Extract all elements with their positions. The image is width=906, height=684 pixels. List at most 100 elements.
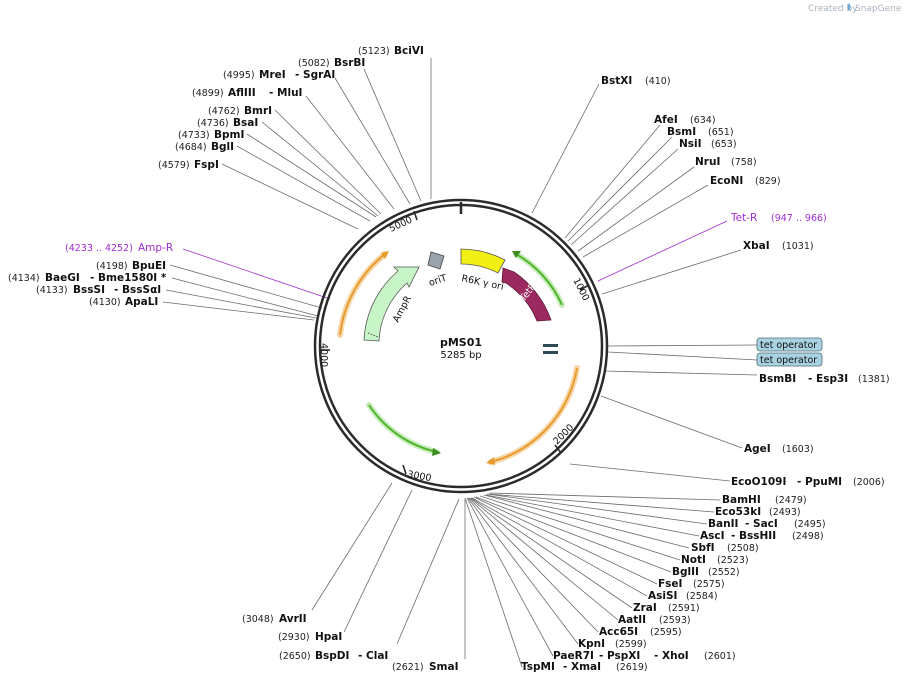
site-noti[interactable]: NotI (2523) — [681, 554, 749, 566]
svg-text:BsmI: BsmI — [667, 126, 696, 138]
tick-label-4000: 4000 — [318, 343, 329, 367]
site-fspi[interactable]: (4579) FspI — [158, 159, 219, 171]
site-bglii[interactable]: BglII (2552) — [672, 566, 740, 578]
leader-lines — [162, 58, 758, 668]
svg-text:(2523): (2523) — [717, 555, 749, 566]
svg-text:BciVI: BciVI — [394, 45, 424, 57]
svg-text:- Esp3I: - Esp3I — [808, 373, 848, 385]
svg-text:(2930): (2930) — [278, 632, 310, 643]
svg-text:ZraI: ZraI — [633, 602, 657, 614]
site-afei[interactable]: AfeI (634) — [654, 114, 716, 126]
tick-marks — [321, 210, 590, 475]
site-kpni[interactable]: KpnI (2599) — [578, 638, 647, 650]
svg-text:XbaI: XbaI — [743, 240, 770, 252]
svg-text:BglII: BglII — [672, 566, 699, 578]
svg-text:(2593): (2593) — [659, 615, 691, 626]
svg-text:(947 .. 966): (947 .. 966) — [771, 213, 827, 224]
site-bpuei[interactable]: (4198) BpuEI — [96, 260, 166, 272]
site-baegi-bme1580i[interactable]: (4134) BaeGI - Bme1580I * — [8, 272, 167, 284]
site-agei[interactable]: AgeI (1603) — [744, 443, 814, 455]
svg-text:(2621): (2621) — [392, 662, 424, 673]
site-tspmi-xmai[interactable]: TspMI - XmaI (2619) — [521, 661, 648, 673]
site-fsei[interactable]: FseI (2575) — [658, 578, 725, 590]
site-bsmbi-esp3i[interactable]: BsmBI - Esp3I (1381) — [759, 373, 890, 385]
svg-text:AvrII: AvrII — [279, 613, 307, 625]
site-bsmi[interactable]: BsmI (651) — [667, 126, 734, 138]
svg-text:(2493): (2493) — [769, 507, 801, 518]
site-asci-bsshii[interactable]: AscI - BssHII (2498) — [700, 530, 824, 542]
svg-text:- BssSαI: - BssSαI — [114, 284, 161, 296]
svg-text:(653): (653) — [711, 139, 737, 150]
svg-text:(4233 .. 4252): (4233 .. 4252) — [65, 243, 133, 254]
site-avrii[interactable]: (3048) AvrII — [242, 613, 307, 625]
svg-text:(2599): (2599) — [615, 639, 647, 650]
site-acc65i[interactable]: Acc65I (2595) — [599, 626, 682, 638]
svg-text:(2575): (2575) — [693, 579, 725, 590]
svg-text:AflIII: AflIII — [228, 87, 256, 99]
svg-text:(5123): (5123) — [358, 46, 390, 57]
watermark-prefix: Created by — [808, 4, 858, 14]
svg-text:(1381): (1381) — [858, 374, 890, 385]
svg-text:(2619): (2619) — [616, 662, 648, 673]
svg-text:Tet-R: Tet-R — [730, 212, 757, 224]
site-banii-saci[interactable]: BanII - SacI (2495) — [708, 518, 826, 530]
svg-text:- MluI: - MluI — [269, 87, 302, 99]
site-bsrbi[interactable]: (5082) BsrBI — [298, 57, 365, 69]
svg-text:- SacI: - SacI — [745, 518, 778, 530]
r6k-ori-feature[interactable] — [460, 248, 506, 274]
site-nsii[interactable]: NsiI (653) — [679, 138, 737, 150]
site-bspdi-clai[interactable]: (2650) BspDI - ClaI — [279, 650, 388, 662]
site-hpai[interactable]: (2930) HpaI — [278, 631, 342, 643]
site-bmri[interactable]: (4762) BmrI — [208, 105, 272, 117]
svg-text:FseI: FseI — [658, 578, 682, 590]
green-arc-top-right — [512, 251, 565, 308]
site-bamhi[interactable]: BamHI (2479) — [722, 494, 807, 506]
svg-text:NsiI: NsiI — [679, 138, 702, 150]
tet-r-primer-label[interactable]: Tet-R (947 .. 966) — [730, 212, 827, 224]
site-eco53ki[interactable]: Eco53kI (2493) — [715, 506, 801, 518]
tetr-feature[interactable] — [501, 267, 552, 322]
site-bgli[interactable]: (4684) BglI — [175, 141, 234, 153]
site-paer7i-pspxi-xhoi[interactable]: PaeR7I - PspXI - XhoI (2601) — [553, 650, 736, 662]
site-econi[interactable]: EcoNI (829) — [710, 175, 781, 187]
svg-text:BpuEI: BpuEI — [132, 260, 166, 272]
orit-feature[interactable] — [427, 251, 445, 270]
svg-text:EcoNI: EcoNI — [710, 175, 743, 187]
amp-r-primer-label[interactable]: (4233 .. 4252) Amp-R — [65, 242, 173, 254]
tet-operator-box-2[interactable]: tet operator — [756, 352, 823, 367]
svg-text:BaeGI: BaeGI — [45, 272, 80, 284]
site-bpmi[interactable]: (4733) BpmI — [178, 129, 244, 141]
svg-text:KpnI: KpnI — [578, 638, 605, 650]
r6k-ori-label: R6K γ ori — [460, 273, 504, 293]
svg-text:BamHI: BamHI — [722, 494, 761, 506]
site-sbfi[interactable]: SbfI (2508) — [691, 542, 759, 554]
site-afliii-mlui[interactable]: (4899) AflIII - MluI — [192, 87, 302, 99]
svg-text:AatII: AatII — [618, 614, 646, 626]
site-ecoo109i-ppumi[interactable]: EcoO109I - PpuMI (2006) — [731, 476, 885, 488]
svg-text:(5082): (5082) — [298, 58, 330, 69]
site-aatii[interactable]: AatII (2593) — [618, 614, 691, 626]
site-bstxi[interactable]: BstXI (410) — [601, 75, 671, 87]
svg-text:(2650): (2650) — [279, 651, 311, 662]
site-zrai[interactable]: ZraI (2591) — [633, 602, 700, 614]
svg-text:tet operator: tet operator — [760, 340, 817, 351]
tet-operator-box-1[interactable]: tet operator — [756, 337, 823, 352]
svg-text:(4899): (4899) — [192, 88, 224, 99]
site-nrui[interactable]: NruI (758) — [695, 156, 757, 168]
site-bsai[interactable]: (4736) BsaI — [197, 117, 258, 129]
watermark-brand: SnapGene — [855, 4, 902, 14]
site-bcivi[interactable]: (5123) BciVI — [358, 45, 424, 57]
site-smai[interactable]: (2621) SmaI — [392, 661, 459, 673]
svg-text:(4198): (4198) — [96, 261, 128, 272]
ampr-feature[interactable] — [363, 266, 420, 342]
site-asisi[interactable]: AsiSI (2584) — [648, 590, 718, 602]
site-xbai[interactable]: XbaI (1031) — [743, 240, 814, 252]
svg-text:(2595): (2595) — [650, 627, 682, 638]
svg-text:(2006): (2006) — [853, 477, 885, 488]
site-bsssi-bsssai[interactable]: (4133) BssSI - BssSαI — [36, 284, 161, 296]
svg-text:(4762): (4762) — [208, 106, 240, 117]
site-mrei-sgrai[interactable]: (4995) MreI - SgrAI — [223, 69, 335, 81]
site-apali[interactable]: (4130) ApaLI — [89, 296, 158, 308]
svg-text:- SgrAI: - SgrAI — [295, 69, 335, 81]
svg-text:BsrBI: BsrBI — [334, 57, 365, 69]
